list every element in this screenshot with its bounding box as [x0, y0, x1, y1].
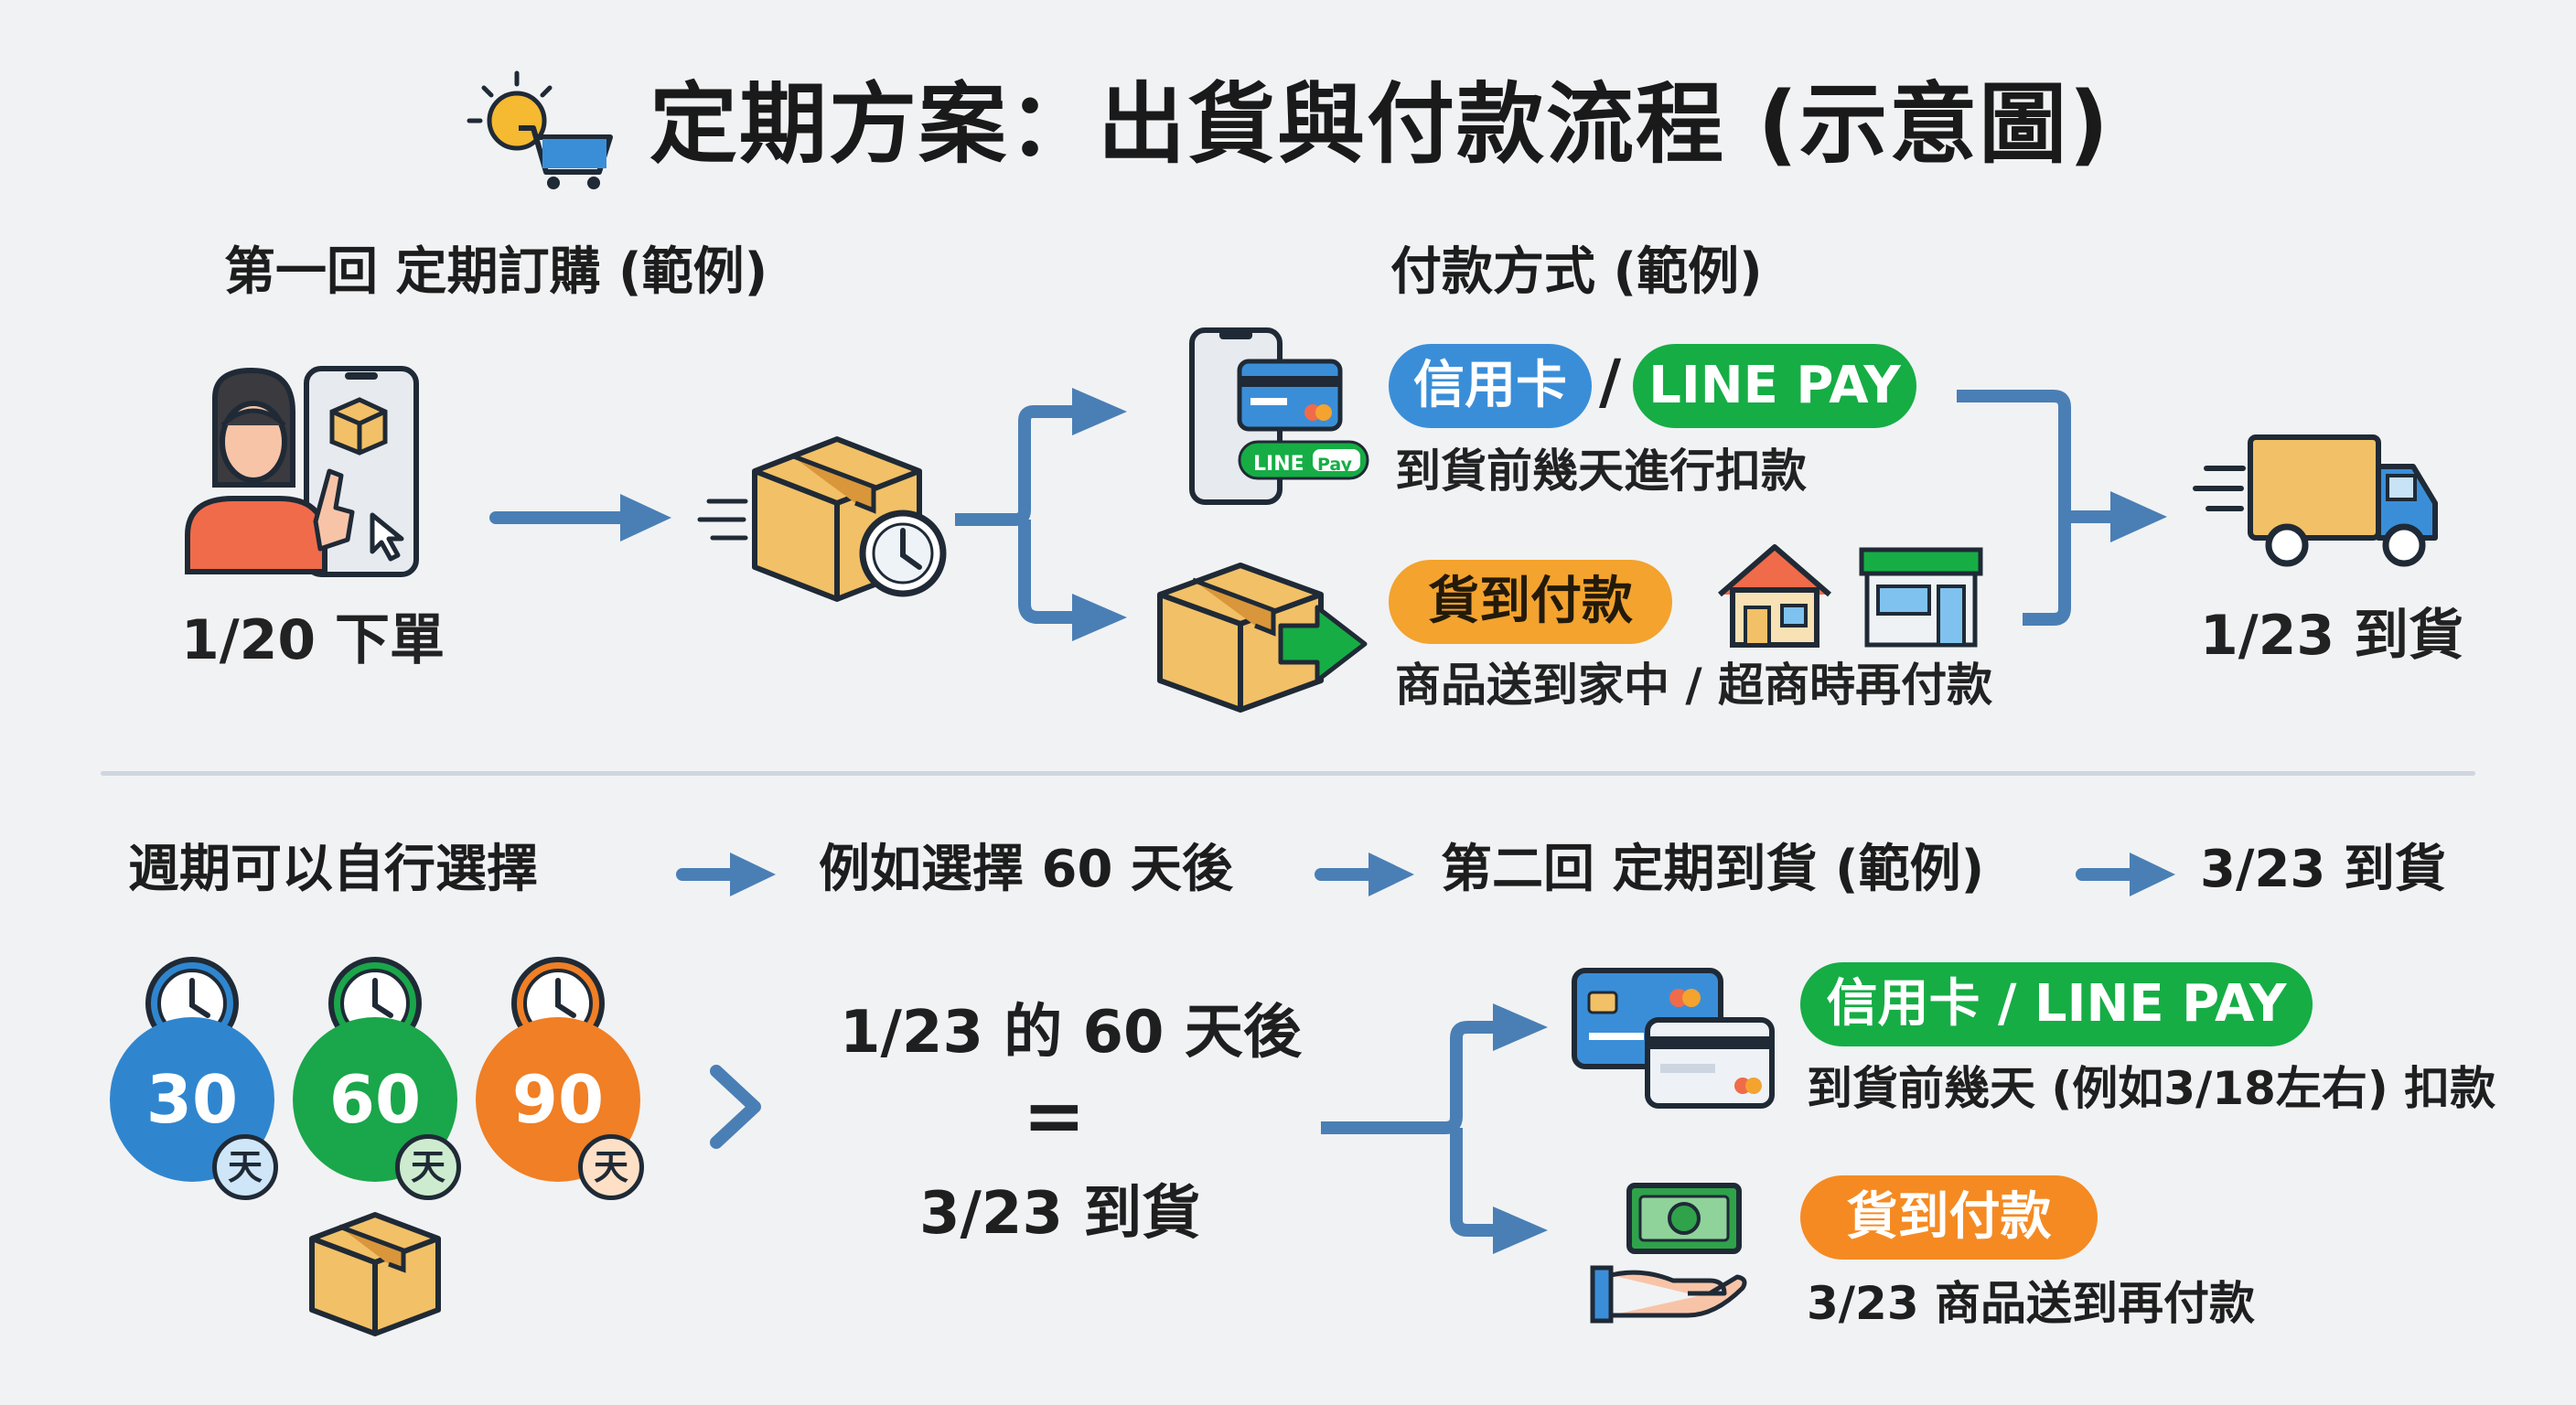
page-title: 定期方案：出貨與付款流程 (示意圖) — [649, 73, 2111, 176]
package-with-clock-icon — [697, 436, 947, 602]
cod-pill-bottom: 貨到付款 — [1800, 1175, 2098, 1260]
credit-cards-icon — [1572, 968, 1775, 1109]
linepay-small-text: LINE — [1253, 453, 1304, 476]
card-description: 到貨前幾天 (例如3/18左右) 扣款 — [1807, 1062, 2496, 1115]
package-shipping-icon — [1157, 563, 1368, 713]
merge-arrows-top — [1957, 390, 2167, 626]
day-unit-badge: 天 — [578, 1134, 644, 1200]
calc-line-3: 3/23 到貨 — [919, 1180, 1201, 1248]
pill-slash: / — [1599, 347, 1622, 417]
arrow-right-icon — [1315, 853, 1414, 896]
cod-pill: 貨到付款 — [1389, 560, 1672, 644]
phone-payment-icon — [1189, 327, 1369, 505]
arrow-right-icon — [489, 494, 671, 542]
payment-method-heading: 付款方式 (範例) — [1390, 242, 1763, 302]
arrow-right-icon — [2076, 853, 2175, 896]
order-date-label: 1/20 下單 — [181, 608, 445, 672]
fork-arrows-bottom — [1321, 1003, 1548, 1254]
step-second-arrival: 3/23 到貨 — [2200, 840, 2446, 899]
section-divider — [101, 771, 2475, 776]
step-cycle-choice: 週期可以自行選擇 — [128, 840, 538, 899]
step-choose-60: 例如選擇 60 天後 — [819, 840, 1233, 899]
first-order-heading: 第一回 定期訂購 (範例) — [224, 242, 768, 302]
arrival-date-label: 1/23 到貨 — [2200, 604, 2464, 668]
day-unit-badge: 天 — [212, 1134, 278, 1200]
prepay-description: 到貨前幾天進行扣款 — [1395, 445, 1807, 498]
linepay-pill: LINE PAY — [1633, 344, 1916, 428]
day-unit-badge: 天 — [395, 1134, 461, 1200]
calc-line-1: 1/23 的 60 天後 — [840, 999, 1302, 1067]
shopping-cart-sun-icon — [467, 70, 613, 189]
card-linepay-pill: 信用卡 / LINE PAY — [1800, 962, 2313, 1046]
cod-description: 商品送到家中 / 超商時再付款 — [1395, 659, 1993, 712]
chevron-right-icon — [710, 1065, 761, 1149]
package-icon — [309, 1212, 441, 1336]
cash-on-delivery-icon — [1590, 1183, 1747, 1324]
delivery-truck-icon — [2193, 434, 2438, 567]
credit-card-pill: 信用卡 — [1389, 344, 1592, 428]
calc-equals: = — [1023, 1073, 1086, 1160]
step-second-delivery: 第二回 定期到貨 (範例) — [1441, 840, 1985, 899]
convenience-store-icon — [1859, 547, 1983, 648]
person-ordering-on-phone-icon — [185, 366, 419, 577]
fork-arrows-top — [955, 388, 1127, 641]
house-icon — [1718, 544, 1831, 648]
arrow-right-icon — [676, 853, 776, 896]
cod-description-bottom: 3/23 商品送到再付款 — [1807, 1277, 2256, 1330]
linepay-small-pay: Pay — [1317, 455, 1353, 475]
